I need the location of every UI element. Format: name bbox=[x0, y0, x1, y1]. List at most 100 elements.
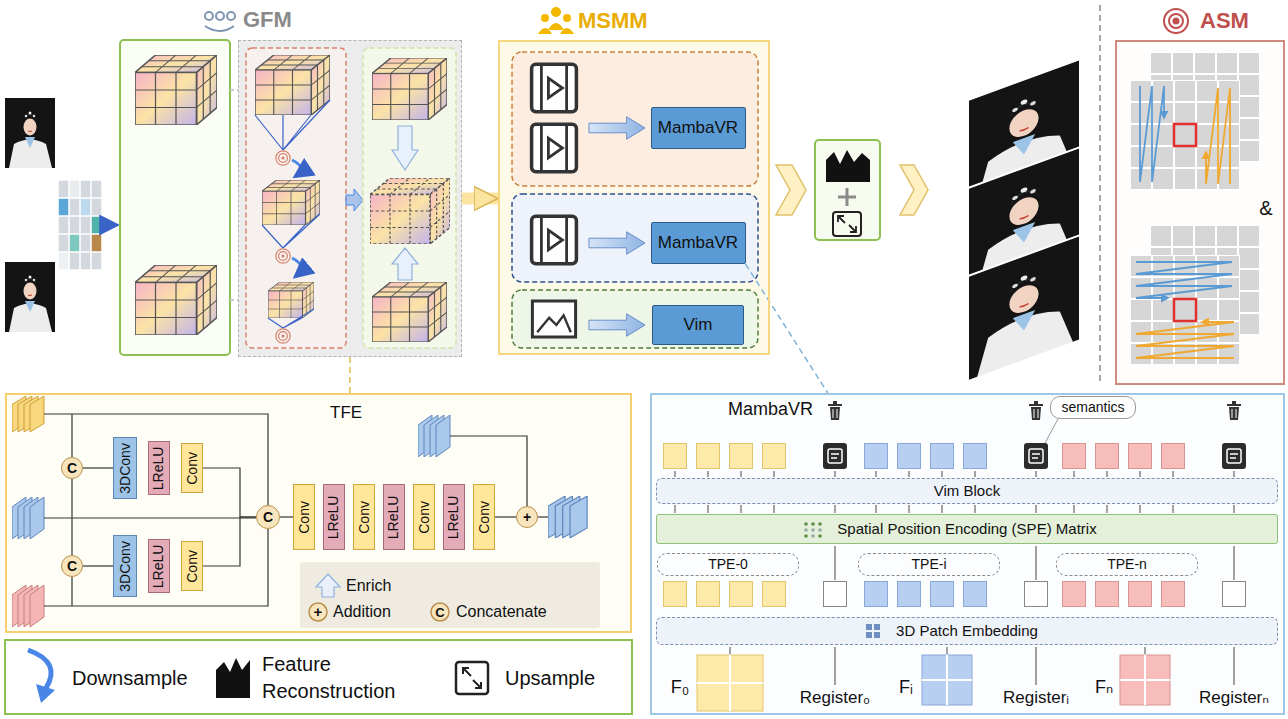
art-circle bbox=[216, 12, 224, 20]
annotation: F₀ bbox=[671, 677, 689, 699]
art-rect bbox=[58, 180, 102, 270]
node-label: 3D Patch Embedding bbox=[896, 622, 1038, 640]
art-polygon bbox=[316, 574, 340, 597]
annotation-text: & bbox=[1259, 196, 1272, 220]
gfm-icon bbox=[205, 12, 235, 31]
art-g bbox=[968, 235, 1080, 381]
art-use bbox=[589, 314, 645, 336]
group-band: TPE-0 bbox=[657, 553, 799, 576]
layer-box: LReLU bbox=[383, 484, 405, 550]
panel-title: GFM bbox=[243, 7, 292, 33]
layer-box: 3DConv bbox=[113, 535, 137, 597]
art-rect bbox=[968, 235, 1080, 381]
node-label: Conv bbox=[184, 452, 201, 485]
art-use bbox=[12, 497, 44, 539]
annotation: Register₀ bbox=[800, 688, 870, 708]
legend-text: Upsample bbox=[505, 666, 595, 690]
art-use bbox=[135, 55, 217, 125]
art-rect bbox=[864, 581, 987, 607]
annotation: Registerₙ bbox=[1199, 688, 1269, 708]
node-label: MambaVR bbox=[658, 233, 738, 253]
module-panel: MSMMMambaVRMambaVRVim bbox=[498, 40, 770, 355]
art-circle bbox=[227, 12, 235, 20]
annotation-text: Fᵢ bbox=[899, 677, 913, 699]
art-circle bbox=[563, 14, 571, 22]
layer-band: 3D Patch Embedding bbox=[656, 617, 1278, 645]
art-circle bbox=[309, 603, 327, 621]
operator-circle: C bbox=[256, 505, 280, 529]
art-rect bbox=[815, 140, 880, 240]
art-use bbox=[828, 401, 842, 420]
layer-box: Conv bbox=[181, 443, 203, 493]
art-circle bbox=[1174, 19, 1179, 24]
module-panel: GFM bbox=[238, 40, 462, 357]
key-box bbox=[5, 640, 632, 714]
art-use bbox=[12, 396, 44, 432]
art-use bbox=[589, 117, 645, 139]
legend-entry: Enrich bbox=[346, 576, 391, 595]
art-rect bbox=[864, 443, 987, 469]
art-circle bbox=[431, 603, 449, 621]
art-use bbox=[12, 585, 44, 627]
mambavr-ground bbox=[650, 393, 1285, 715]
art-path bbox=[71, 414, 72, 457]
annotation: Registerᵢ bbox=[1003, 688, 1069, 708]
art-rect bbox=[663, 581, 786, 607]
layer-box: Conv bbox=[473, 484, 495, 550]
group-band: TPE-i bbox=[858, 553, 1000, 576]
node-label: Vim Block bbox=[934, 482, 1000, 500]
panel-title: ASM bbox=[1200, 8, 1249, 34]
legend-text: Concatenate bbox=[456, 602, 547, 621]
art-rect bbox=[1130, 80, 1240, 190]
annotation: & bbox=[1259, 196, 1272, 220]
art-use bbox=[372, 282, 447, 342]
art-use bbox=[1227, 401, 1241, 420]
node-label: Spatial Position Encoding (SPE) Matrix bbox=[837, 520, 1096, 538]
art-path bbox=[292, 258, 301, 276]
layer-box: LReLU bbox=[148, 441, 170, 495]
art-rect bbox=[512, 290, 758, 348]
art-circle bbox=[818, 528, 822, 532]
layer-box: Conv bbox=[413, 484, 435, 550]
legend-entry: Upsample bbox=[505, 666, 595, 690]
art-polygon bbox=[392, 248, 418, 280]
process-box: MambaVR bbox=[651, 222, 746, 264]
process-box: Vim bbox=[652, 305, 744, 345]
legend-text: Downsample bbox=[72, 666, 188, 690]
art-polygon bbox=[36, 684, 55, 703]
art-circle bbox=[804, 534, 808, 538]
art-rect bbox=[1174, 299, 1196, 321]
node-label: Vim bbox=[684, 315, 713, 335]
spe-icon bbox=[804, 522, 822, 538]
annotation-text: Registerₙ bbox=[1199, 688, 1269, 708]
layer-box: Conv bbox=[293, 484, 315, 550]
panel-title: TFE bbox=[330, 403, 362, 423]
art-rect bbox=[512, 194, 758, 282]
art-use bbox=[276, 151, 290, 165]
art-use bbox=[276, 329, 290, 343]
art-use bbox=[5, 262, 55, 332]
layer-box: LReLU bbox=[148, 539, 170, 593]
node-label: C bbox=[67, 558, 77, 575]
node-label: TPE-0 bbox=[708, 556, 748, 573]
art-circle bbox=[818, 534, 822, 538]
art-use bbox=[1029, 401, 1043, 420]
annotation-text: F₀ bbox=[671, 677, 689, 699]
art-use bbox=[1024, 443, 1048, 469]
art-rect bbox=[874, 632, 880, 638]
art-path bbox=[1140, 86, 1164, 182]
operator-circle: C bbox=[61, 457, 83, 479]
art-polygon bbox=[392, 126, 418, 170]
art-path bbox=[1206, 88, 1230, 184]
node-label: TPE-i bbox=[912, 556, 947, 573]
art-circle bbox=[804, 522, 808, 526]
node-label: C bbox=[67, 460, 77, 477]
annotation-text: Fₙ bbox=[1095, 677, 1113, 699]
tfe-ground bbox=[5, 393, 632, 633]
art-path bbox=[216, 658, 250, 698]
art-rect bbox=[1062, 443, 1185, 469]
art-path bbox=[463, 668, 481, 688]
annotation-text: Registerᵢ bbox=[1003, 688, 1069, 708]
input-frames bbox=[5, 98, 55, 332]
